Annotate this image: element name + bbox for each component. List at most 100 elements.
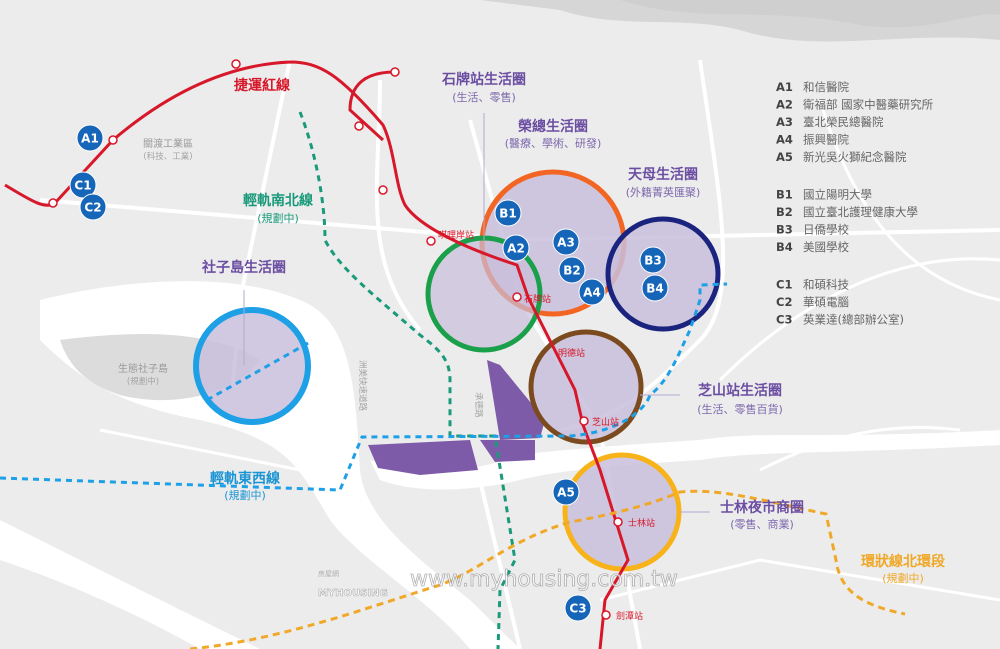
marker-label: C3 — [569, 602, 586, 616]
poi-marker-b4[interactable]: B4 — [641, 274, 669, 302]
legend-name: 和碩科技 — [803, 278, 849, 292]
poi-marker-c1[interactable]: C1 — [69, 171, 97, 199]
zone-sub-rongzong: (醫療、學術、研發) — [505, 136, 602, 150]
zone-circle-zhishan — [528, 329, 644, 445]
marker-label: B3 — [644, 254, 662, 268]
marker-badge — [76, 124, 104, 152]
legend-name: 和信醫院 — [803, 80, 849, 94]
poi-marker-b1[interactable]: B1 — [494, 199, 522, 227]
light-rail-ew-note: (規劃中) — [224, 488, 266, 502]
circular-north-label: 環狀線北環段 — [861, 553, 945, 570]
marker-badge — [564, 594, 592, 622]
legend-name: 衛福部 國家中醫藥研究所 — [803, 98, 934, 112]
legend-code: B1 — [776, 188, 793, 202]
legend-code: B3 — [776, 223, 793, 237]
light-rail-ew-path — [206, 340, 311, 402]
marker-badge — [558, 256, 586, 284]
poi-marker-a5[interactable]: A5 — [552, 478, 580, 506]
marker-badge — [641, 274, 669, 302]
marker-label: B4 — [646, 282, 664, 296]
circular-north-note: (規劃中) — [882, 571, 924, 585]
guandu-label: 關渡工業區 — [143, 137, 193, 150]
poi-marker-b3[interactable]: B3 — [639, 246, 667, 274]
legend-code: C3 — [776, 313, 792, 327]
station-labels: 唭哩岸站 石牌站 明德站 芝山站 士林站 劍潭站 — [438, 229, 655, 622]
circular-north-path — [189, 489, 906, 649]
legend-code: C1 — [776, 278, 792, 292]
development-blocks — [368, 360, 545, 475]
legend-name: 日僑學校 — [803, 223, 849, 237]
zone-label-shilin: 士林夜市商圈 — [720, 499, 804, 516]
light-rail-ew-label: 輕軌東西線 — [210, 470, 280, 487]
legend-code: A2 — [776, 98, 793, 112]
zone-sub-zhishan: (生活、零售百貨) — [697, 402, 783, 416]
light-rail-ew-path-2 — [0, 282, 728, 492]
legend-code: B4 — [776, 240, 793, 254]
marker-label: A4 — [583, 286, 601, 300]
zone-circle-shezi — [193, 307, 311, 425]
shezi-eco-label: 生態社子島 — [118, 362, 168, 375]
legend-name: 英業達(總部辦公室) — [803, 313, 904, 327]
marker-label: A1 — [81, 132, 99, 146]
legend-code: C2 — [776, 295, 792, 309]
legend-name: 新光吳火獅紀念醫院 — [803, 150, 907, 164]
poi-marker-a2[interactable]: A2 — [502, 234, 530, 262]
station-label: 芝山站 — [592, 416, 619, 428]
zone-label-shipai: 石牌站生活圈 — [441, 71, 526, 88]
watermark-logo: MYHOUSING — [318, 588, 388, 599]
poi-marker-a4[interactable]: A4 — [578, 278, 606, 306]
marker-label: C2 — [84, 201, 101, 215]
area-labels: 關渡工業區 (科技、工業) 生態社子島 (規劃中) 洲美快速道路 承德路 — [118, 137, 484, 418]
poi-marker-b2[interactable]: B2 — [558, 256, 586, 284]
marker-label: A3 — [557, 236, 575, 250]
station-label: 石牌站 — [524, 293, 551, 305]
watermark-url: www.myhousing.com.tw — [410, 567, 678, 592]
marker-label: C1 — [74, 179, 91, 193]
marker-badge — [552, 478, 580, 506]
light-rail-ns-path — [298, 111, 517, 649]
zone-label-tianmu: 天母生活圈 — [628, 166, 698, 183]
road-label: 洲美快速道路 — [357, 360, 368, 412]
legend-code: B2 — [776, 205, 793, 219]
red-line-branch — [348, 70, 396, 142]
zone-sub-tianmu: (外籍菁英匯聚) — [626, 185, 701, 199]
marker-badge — [552, 228, 580, 256]
zone-sub-shilin: (零售、商業) — [730, 517, 794, 531]
red-line-label: 捷運紅線 — [234, 77, 290, 94]
marker-label: B2 — [563, 264, 581, 278]
marker-badge — [578, 278, 606, 306]
legend-code: A4 — [776, 133, 793, 147]
poi-marker-c3[interactable]: C3 — [564, 594, 592, 622]
poi-marker-a3[interactable]: A3 — [552, 228, 580, 256]
zone-label-shezi: 社子島生活圈 — [201, 259, 286, 276]
legend-name: 美國學校 — [803, 240, 849, 254]
zone-label-rongzong: 榮總生活圈 — [518, 118, 588, 135]
legend-code: A3 — [776, 115, 793, 129]
zone-sub-shipai: (生活、零售) — [452, 90, 516, 104]
station-label: 劍潭站 — [616, 610, 643, 622]
station-dots — [48, 59, 623, 620]
legend-code: A1 — [776, 80, 793, 94]
guandu-sub: (科技、工業) — [143, 151, 192, 162]
legend-name: 臺北榮民總醫院 — [803, 115, 884, 129]
marker-label: B1 — [499, 207, 517, 221]
zone-labels: 社子島生活圈 石牌站生活圈 (生活、零售) 榮總生活圈 (醫療、學術、研發) 天… — [201, 71, 804, 531]
poi-marker-a1[interactable]: A1 — [76, 124, 104, 152]
legend-code: A5 — [776, 150, 793, 164]
marker-badge — [639, 246, 667, 274]
zone-circle-tianmu — [605, 216, 721, 332]
marker-badge — [494, 199, 522, 227]
line-labels: 捷運紅線 輕軌南北線 (規劃中) 輕軌東西線 (規劃中) 環狀線北環段 (規劃中… — [210, 77, 945, 585]
marker-badge — [502, 234, 530, 262]
marker-label: A2 — [507, 242, 525, 256]
marker-badge — [79, 193, 107, 221]
light-rail-ns-note: (規劃中) — [257, 211, 299, 225]
poi-marker-c2[interactable]: C2 — [79, 193, 107, 221]
shezi-eco-sub: (規劃中) — [127, 376, 159, 387]
zone-label-zhishan: 芝山站生活圈 — [698, 382, 782, 399]
